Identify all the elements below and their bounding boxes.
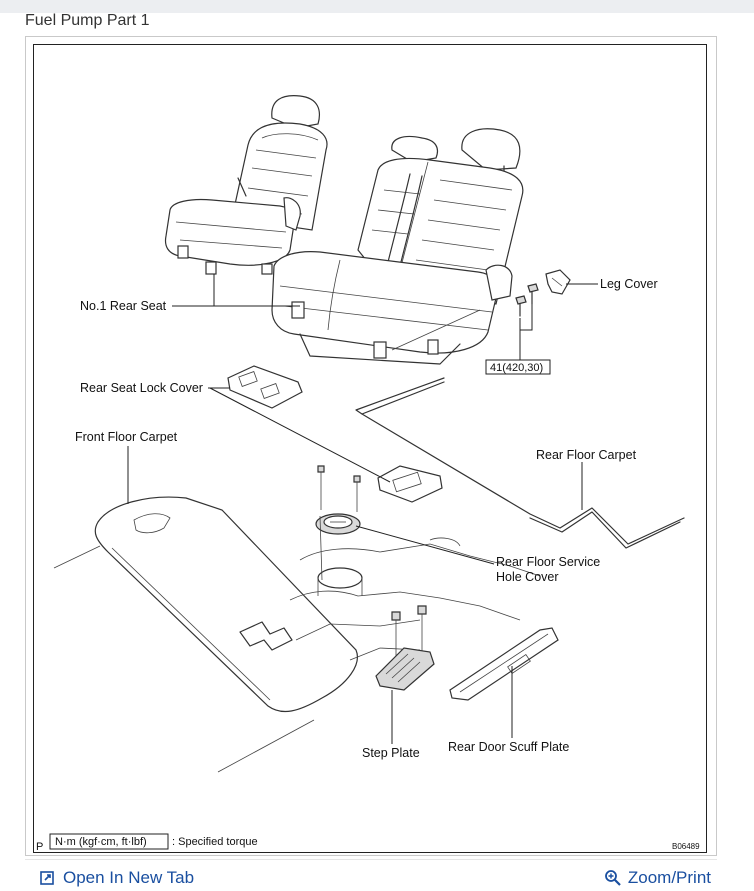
open-new-tab-label: Open In New Tab xyxy=(63,868,195,887)
top-header-strip xyxy=(0,0,754,13)
leader-lines xyxy=(127,274,598,744)
label-front-floor-carpet: Front Floor Carpet xyxy=(75,430,178,444)
label-service-hole-line2: Hole Cover xyxy=(496,570,559,584)
label-rear-seat-lock-cover: Rear Seat Lock Cover xyxy=(80,381,203,395)
figure-inner-border xyxy=(33,44,707,853)
vehicle-floor-drawing xyxy=(289,465,541,661)
label-rear-door-scuff-plate: Rear Door Scuff Plate xyxy=(448,740,569,754)
label-step-plate: Step Plate xyxy=(362,746,420,760)
rear-floor-carpet-drawing xyxy=(355,377,685,549)
label-torque-value: 41(420,30) xyxy=(490,362,543,374)
zoom-print-link[interactable]: Zoom/Print xyxy=(604,868,711,888)
external-link-icon xyxy=(40,871,54,885)
figure-code: B06489 xyxy=(672,842,700,851)
label-service-hole-line1: Rear Floor Service xyxy=(496,555,600,569)
torque-box xyxy=(485,359,551,375)
label-no1-rear-seat: No.1 Rear Seat xyxy=(80,299,167,313)
legend-unit-text: : Specified torque xyxy=(172,836,258,848)
label-rear-floor-carpet: Rear Floor Carpet xyxy=(536,448,637,462)
figure-frame xyxy=(25,36,717,856)
figure-caption: Fuel Pump Part 1 xyxy=(25,12,150,29)
open-new-tab-link[interactable]: Open In New Tab xyxy=(39,868,194,888)
leg-cover-drawing xyxy=(515,269,571,317)
zoom-print-label: Zoom/Print xyxy=(627,868,711,887)
rear-seat-single-drawing xyxy=(164,95,328,275)
legend-unit-box: N·m (kgf·cm, ft·lbf) xyxy=(55,836,147,848)
corner-letter: P xyxy=(36,841,43,853)
magnifier-plus-icon xyxy=(604,870,621,886)
rear-seat-lock-cover-drawing xyxy=(227,365,443,503)
figure-actions-bar: Open In New Tab Zoom/Print xyxy=(25,859,717,891)
rear-door-scuff-plate-drawing xyxy=(449,627,559,701)
rear-seat-double-drawing xyxy=(271,128,524,365)
label-leg-cover: Leg Cover xyxy=(600,277,658,291)
front-floor-carpet-drawing xyxy=(53,496,358,773)
unit-box xyxy=(49,833,169,850)
step-plate-drawing xyxy=(375,647,435,691)
